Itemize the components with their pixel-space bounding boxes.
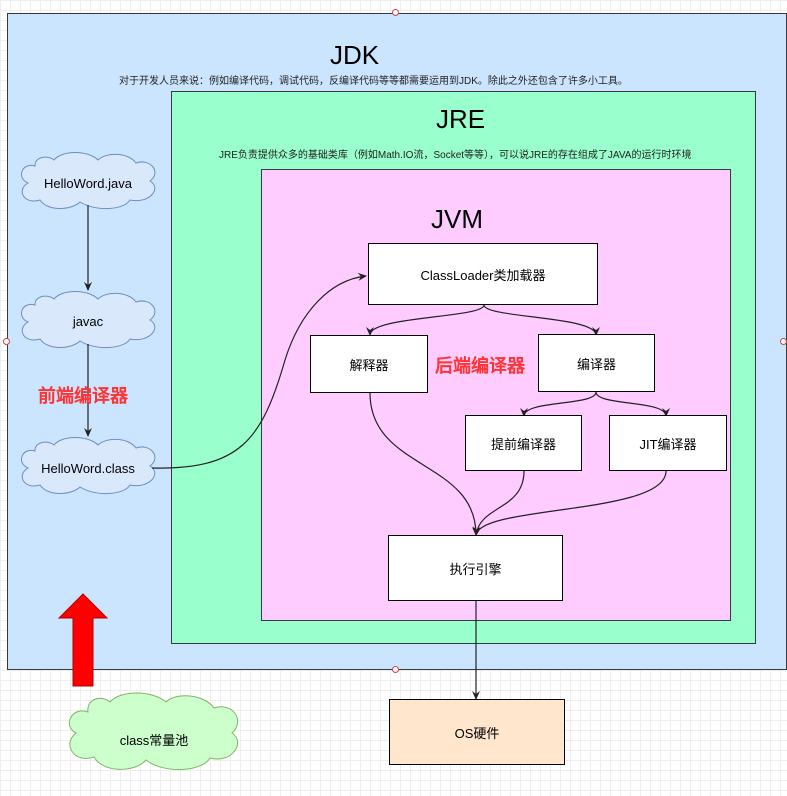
jre-description: JRE负责提供众多的基础类库（例如Math.IO流，Socket等等），可以说J… — [219, 150, 692, 161]
compiler-box: 编译器 — [538, 334, 655, 392]
cloud-hello-java — [21, 152, 156, 209]
cloud-constant-pool — [68, 692, 239, 771]
hello-java-label: HelloWord.java — [44, 175, 132, 191]
frontend-compiler-label: 前端编译器 — [38, 386, 128, 406]
jdk-description: 对于开发人员来说：例如编译代码，调试代码，反编译代码等等都需要运用到JDK。除此… — [119, 76, 628, 87]
jit-compiler-box: JIT编译器 — [609, 415, 727, 471]
cloud-hello-class — [21, 437, 156, 494]
hello-class-label: HelloWord.class — [41, 460, 135, 476]
resize-handle-left[interactable] — [3, 338, 10, 345]
jdk-title: JDK — [330, 40, 380, 70]
resize-handle-bottom[interactable] — [392, 666, 399, 673]
classloader-box: ClassLoader类加载器 — [368, 243, 598, 305]
aot-compiler-box: 提前编译器 — [465, 415, 582, 471]
jre-title: JRE — [436, 104, 486, 134]
resize-handle-top[interactable] — [392, 9, 399, 16]
constant-pool-label: class常量池 — [119, 732, 189, 748]
jvm-title: JVM — [431, 204, 483, 234]
javac-label: javac — [72, 313, 104, 329]
backend-compiler-label: 后端编译器 — [435, 356, 525, 376]
os-hardware-box: OS硬件 — [389, 699, 565, 765]
interpreter-box: 解释器 — [310, 335, 428, 393]
cloud-javac — [21, 291, 156, 348]
red-up-arrow-icon — [57, 593, 109, 687]
resize-handle-right[interactable] — [780, 338, 787, 345]
execution-engine-box: 执行引擎 — [388, 535, 563, 601]
